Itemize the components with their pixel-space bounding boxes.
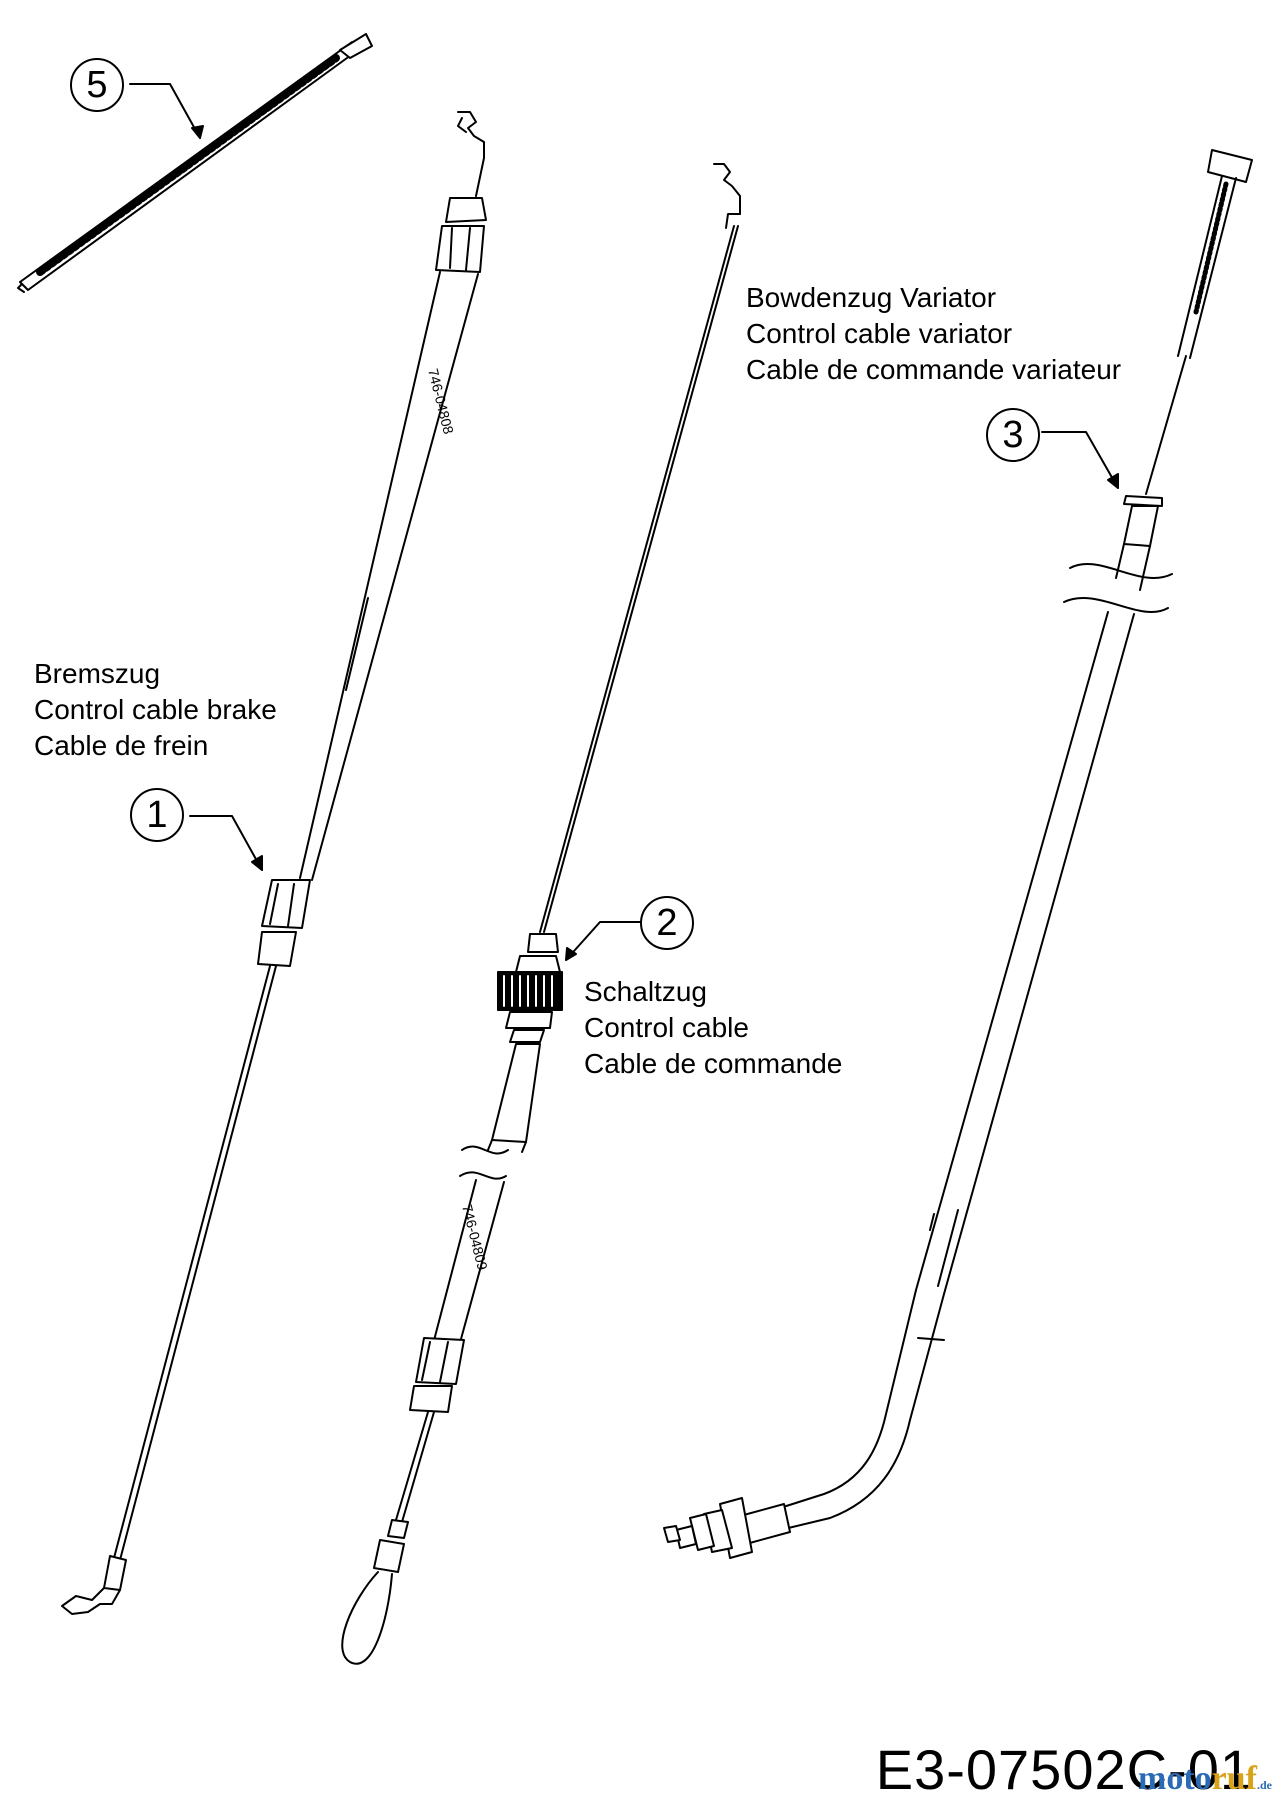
callout-5: 5 — [70, 58, 124, 112]
leader-3 — [1041, 431, 1119, 489]
label-variator-en: Control cable variator — [746, 318, 1013, 349]
label-brake-en: Control cable brake — [34, 694, 277, 725]
drawing-code: E3-07502C-01 — [875, 1738, 1252, 1801]
cable-tie — [17, 33, 373, 293]
watermark-logo: motoruf.de — [1138, 1760, 1272, 1798]
watermark-part-a: moto — [1138, 1760, 1212, 1797]
label-brake-cable: Bremszug Control cable brake Cable de fr… — [34, 656, 277, 764]
label-variator-fr: Cable de commande variateur — [746, 354, 1122, 385]
shift-cable — [341, 163, 741, 1665]
label-variator-de: Bowdenzug Variator — [746, 282, 997, 313]
watermark-part-c: .de — [1257, 1778, 1272, 1792]
callout-3: 3 — [986, 408, 1040, 462]
leader-1 — [189, 815, 263, 871]
label-shift-cable: Schaltzug Control cable Cable de command… — [584, 974, 842, 1082]
callout-2: 2 — [640, 896, 694, 950]
label-brake-fr: Cable de frein — [34, 730, 209, 761]
label-brake-de: Bremszug — [34, 658, 161, 689]
brake-cable — [61, 111, 487, 1615]
variator-cable — [663, 149, 1253, 1559]
label-shift-de: Schaltzug — [584, 976, 707, 1007]
part-number-brake: 746-04808 — [425, 367, 457, 436]
label-shift-en: Control cable — [584, 1012, 749, 1043]
label-variator-cable: Bowdenzug Variator Control cable variato… — [746, 280, 1121, 388]
label-shift-fr: Cable de commande — [584, 1048, 843, 1079]
callout-1: 1 — [130, 788, 184, 842]
leader-5 — [129, 83, 201, 139]
leader-2 — [565, 921, 641, 961]
part-number-shift: 746-04809 — [459, 1203, 491, 1272]
watermark-part-b: ruf — [1211, 1760, 1257, 1797]
